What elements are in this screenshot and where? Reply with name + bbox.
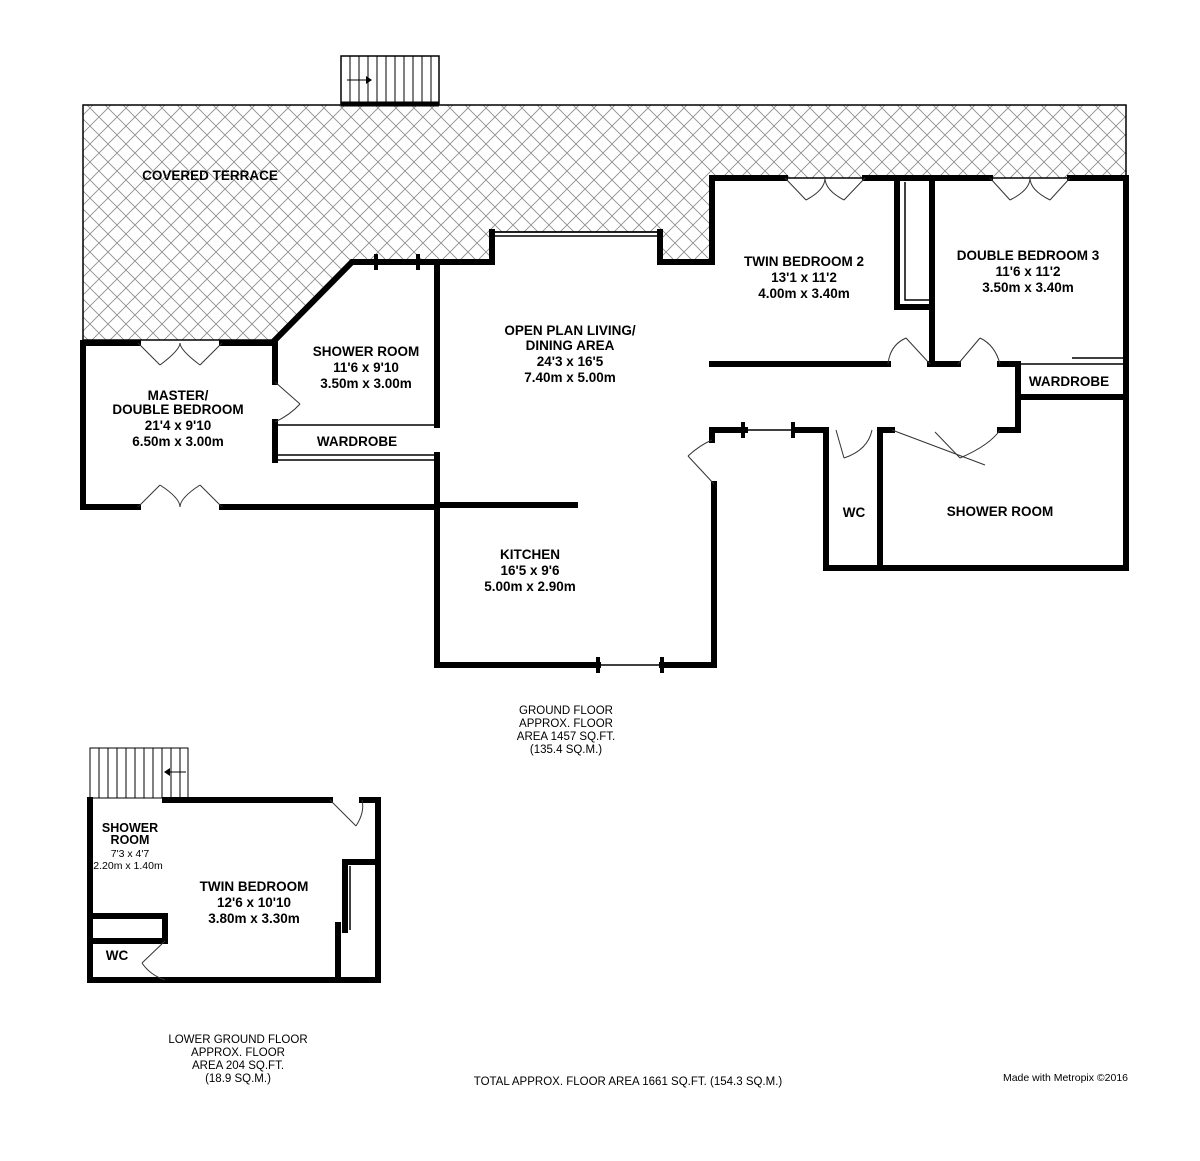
twin-bedroom-2-name: TWIN BEDROOM 2 (744, 254, 864, 269)
lower-twin-bedroom-imperial: 12'6 x 10'10 (217, 895, 291, 910)
lower-shower-imperial: 7'3 x 4'7 (111, 848, 150, 860)
twin-bedroom-2-label: TWIN BEDROOM 2 13'1 x 11'2 4.00m x 3.40m (744, 254, 864, 301)
kitchen-metric: 5.00m x 2.90m (484, 579, 576, 594)
living-label-line2: DINING AREA (526, 338, 615, 353)
lower-shower-line1: SHOWER (102, 821, 158, 835)
lower-shower-metric: 2.20m x 1.40m (93, 860, 163, 872)
shower-room-1-metric: 3.50m x 3.00m (320, 376, 412, 391)
wc-label: WC (843, 505, 866, 520)
lower-shower-room-label: SHOWER ROOM 7'3 x 4'7 2.20m x 1.40m (93, 821, 163, 872)
master-imperial: 21'4 x 9'10 (145, 418, 211, 433)
double-bedroom-3-imperial: 11'6 x 11'2 (996, 264, 1061, 279)
ground-floor-doors (137, 177, 1071, 508)
wardrobe-right-label: WARDROBE (1029, 374, 1109, 389)
total-area-label: TOTAL APPROX. FLOOR AREA 1661 SQ.FT. (15… (474, 1076, 783, 1088)
lower-area-line3: AREA 204 SQ.FT. (192, 1060, 284, 1072)
lower-area-line1: LOWER GROUND FLOOR (168, 1034, 307, 1046)
lower-ground-floor-walls (87, 797, 381, 983)
kitchen-imperial: 16'5 x 9'6 (501, 563, 560, 578)
ground-floor-area-line3: AREA 1457 SQ.FT. (517, 731, 615, 743)
lower-area-line4: (18.9 SQ.M.) (205, 1073, 271, 1085)
covered-terrace (82, 104, 1127, 341)
double-bedroom-3-metric: 3.50m x 3.40m (982, 280, 1074, 295)
lower-twin-bedroom-name: TWIN BEDROOM (200, 879, 309, 894)
master-bedroom-label: MASTER/ DOUBLE BEDROOM 21'4 x 9'10 6.50m… (112, 388, 243, 449)
ground-floor-area: GROUND FLOOR APPROX. FLOOR AREA 1457 SQ.… (517, 705, 615, 756)
lower-wc-label: WC (106, 948, 129, 963)
lower-ground-floor-area: LOWER GROUND FLOOR APPROX. FLOOR AREA 20… (168, 1034, 307, 1085)
metropix-credit: Made with Metropix ©2016 (1003, 1072, 1128, 1084)
shower-room-1-imperial: 11'6 x 9'10 (333, 360, 399, 375)
ground-floor-area-line4: (135.4 SQ.M.) (530, 744, 602, 756)
master-label-line1: MASTER/ (148, 388, 209, 403)
living-dining-label: OPEN PLAN LIVING/ DINING AREA 24'3 x 16'… (504, 323, 636, 385)
living-label-line1: OPEN PLAN LIVING/ (504, 323, 636, 338)
shower-room-1-label: SHOWER ROOM 11'6 x 9'10 3.50m x 3.00m (313, 344, 420, 391)
ground-floor-area-line1: GROUND FLOOR (519, 705, 613, 717)
ground-floor-openings (374, 231, 795, 673)
shower-room-1-name: SHOWER ROOM (313, 344, 420, 359)
double-bedroom-3-name: DOUBLE BEDROOM 3 (957, 248, 1100, 263)
covered-terrace-label: COVERED TERRACE (142, 168, 278, 183)
wardrobe-left-label: WARDROBE (317, 434, 397, 449)
kitchen-name: KITCHEN (500, 547, 560, 562)
lower-floor-stairs-icon (89, 747, 189, 799)
master-label-line2: DOUBLE BEDROOM (112, 402, 243, 417)
double-bedroom-3-label: DOUBLE BEDROOM 3 11'6 x 11'2 3.50m x 3.4… (957, 248, 1100, 295)
ground-floor-walls (80, 175, 1129, 668)
living-imperial: 24'3 x 16'5 (537, 354, 604, 369)
shower-room-2-label: SHOWER ROOM (947, 504, 1054, 519)
twin-bedroom-2-metric: 4.00m x 3.40m (758, 286, 850, 301)
kitchen-label: KITCHEN 16'5 x 9'6 5.00m x 2.90m (484, 547, 576, 594)
lower-area-line2: APPROX. FLOOR (191, 1047, 285, 1059)
ground-floor-area-line2: APPROX. FLOOR (519, 718, 613, 730)
lower-twin-bedroom-label: TWIN BEDROOM 12'6 x 10'10 3.80m x 3.30m (200, 879, 309, 926)
terrace-stairs-icon (340, 55, 440, 107)
master-metric: 6.50m x 3.00m (132, 434, 224, 449)
twin-bedroom-2-imperial: 13'1 x 11'2 (771, 270, 837, 285)
lower-shower-line2: ROOM (111, 833, 150, 847)
lower-twin-bedroom-metric: 3.80m x 3.30m (208, 911, 300, 926)
living-metric: 7.40m x 5.00m (524, 370, 616, 385)
